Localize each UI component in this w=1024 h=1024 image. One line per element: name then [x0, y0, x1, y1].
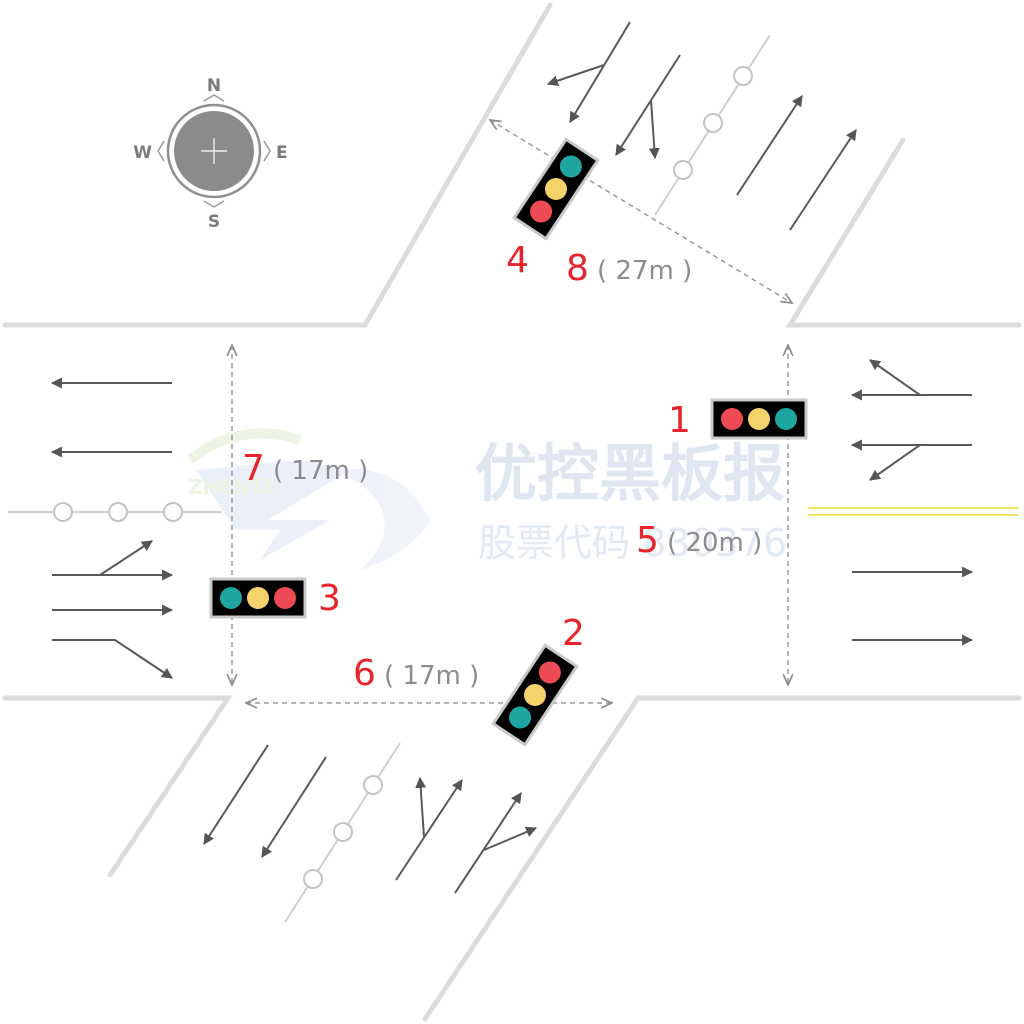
- traffic-signal-4: [512, 137, 600, 241]
- signal-1-light-2: [748, 408, 770, 430]
- signal-label-4: 4: [506, 240, 529, 281]
- crosswalk-distance-8: ( 27m ): [597, 256, 692, 286]
- crosswalk-distance-7: ( 17m ): [273, 456, 368, 486]
- dimension-line-8: [490, 120, 792, 303]
- lane-arrows-west: [50, 377, 174, 679]
- center-line-east: [808, 507, 1018, 516]
- crosswalk-distance-5: ( 20m ): [667, 528, 762, 558]
- signal-2-light-2: [524, 684, 546, 706]
- watermark-subtitle: 股票代码 830376: [478, 521, 787, 565]
- dimension-lines: [232, 120, 792, 703]
- signal-labels: 1 2 3 4: [318, 240, 691, 654]
- crosswalk-label-7: 7: [242, 448, 265, 489]
- median-west: [8, 502, 222, 522]
- signal-1-light-1: [721, 408, 743, 430]
- watermark-logo: ZHENTE: [186, 428, 430, 570]
- compass-east-chevron: [263, 140, 271, 162]
- lane-arrows-south: [203, 744, 538, 894]
- compass-north-chevron: [203, 94, 225, 102]
- compass-west-chevron: [157, 140, 165, 162]
- crosswalk-distance-6: ( 17m ): [384, 661, 479, 691]
- traffic-signal-1: [710, 398, 808, 440]
- lane-arrows-east: [850, 359, 974, 646]
- compass-north-label: N: [207, 76, 221, 96]
- compass-south-chevron: [203, 200, 225, 208]
- traffic-signal-3: [209, 577, 307, 619]
- lane-arrows-north: [546, 21, 857, 231]
- signal-2-light-3: [509, 706, 532, 729]
- crosswalk-label-5: 5: [636, 520, 659, 561]
- signal-label-1: 1: [668, 400, 691, 441]
- compass: N S E W: [133, 76, 287, 232]
- signal-4-light-1: [559, 155, 582, 178]
- signal-3-light-2: [247, 587, 269, 609]
- median-south: [284, 742, 401, 923]
- signal-3-light-1: [220, 587, 242, 609]
- signal-label-3: 3: [318, 578, 341, 619]
- signal-1-light-3: [775, 408, 797, 430]
- crosswalk-label-8: 8: [566, 248, 589, 289]
- watermark-title: 优控黑板报: [475, 437, 785, 510]
- compass-east-label: E: [276, 143, 288, 163]
- signal-3-light-3: [274, 587, 296, 609]
- signal-label-2: 2: [562, 613, 585, 654]
- signal-4-light-2: [545, 178, 567, 200]
- signal-4-light-3: [530, 200, 553, 223]
- watermark: ZHENTE 优控黑板报 股票代码 830376: [186, 428, 787, 570]
- compass-west-label: W: [133, 143, 152, 163]
- median-north: [654, 34, 771, 216]
- crosswalk-label-6: 6: [353, 653, 376, 694]
- compass-south-label: S: [208, 212, 220, 232]
- signal-2-light-1: [538, 661, 561, 684]
- traffic-signal-2: [491, 643, 579, 747]
- crosswalk-labels: 5 ( 20m ) 6 ( 17m ) 7 ( 17m ) 8 ( 27m ): [242, 248, 762, 694]
